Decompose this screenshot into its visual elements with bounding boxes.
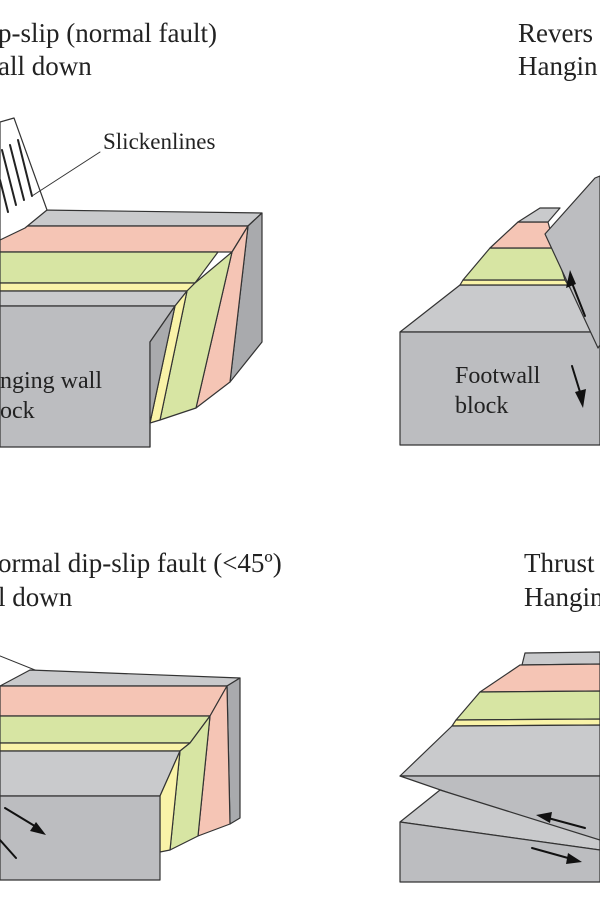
slickenline-leader — [31, 151, 101, 197]
hangingwall-block-label-line2: ock — [0, 398, 35, 424]
lower-arrow — [531, 847, 569, 859]
pink-layer-top — [0, 225, 249, 253]
hangingwall-top-far — [521, 651, 600, 666]
reverse-fault-title-line2: Hangin — [518, 51, 598, 81]
slickenline — [1, 149, 17, 206]
thrust-fault-title-line1: Thrust — [524, 548, 595, 578]
lower-arrow-head — [566, 853, 582, 864]
down-arrow-head — [575, 389, 586, 408]
footwall-top-far — [517, 207, 561, 223]
footwall-front-face — [399, 821, 600, 883]
slip-arrow-2 — [0, 839, 17, 859]
yellow-layer-top — [0, 742, 191, 752]
footwall-top-green — [462, 247, 566, 281]
hangingwall-top-near — [399, 724, 600, 777]
green-layer-top — [0, 715, 211, 744]
top-near-strip — [0, 290, 188, 307]
top-far-strip — [0, 669, 241, 687]
down-arrow — [571, 365, 581, 393]
hangingwall-top-green — [455, 690, 600, 721]
normal-fault-title-line1: p-slip (normal fault) — [0, 18, 217, 48]
footwall-front-face — [399, 331, 600, 446]
footwall-top-yellow — [459, 279, 569, 286]
green-layer-top-b — [0, 251, 219, 284]
slip-arrow-head — [30, 822, 46, 835]
hangingwall-side-face — [149, 305, 176, 448]
slickenline — [0, 179, 9, 213]
reverse-fault-block — [399, 175, 600, 446]
slickenline — [17, 139, 33, 197]
footwall-block-label-line2: block — [455, 393, 509, 419]
up-arrow-head — [566, 270, 576, 288]
low-angle-fault-title-line2: l down — [0, 582, 73, 612]
normal-fault-title-line2: all down — [0, 51, 92, 81]
upper-arrow-head — [536, 812, 552, 823]
top-near-strip — [0, 750, 181, 797]
footwall-block-label-line1: Footwall — [455, 363, 541, 389]
normal-fault-block — [0, 117, 263, 448]
thrust-fault-block — [399, 651, 600, 883]
low-angle-normal-fault-block — [0, 655, 241, 881]
leader-line — [0, 655, 41, 673]
reverse-fault-title-line1: Revers — [518, 18, 593, 48]
upper-arrow — [547, 817, 586, 829]
up-arrow — [571, 282, 586, 317]
yellow-layer-top — [0, 282, 196, 292]
thrust-fault-title-line2: Hangin — [524, 582, 600, 612]
hangingwall-block-label-line1: nging wall — [0, 368, 102, 394]
slickenline — [9, 144, 25, 201]
pink-layer-top — [0, 685, 228, 717]
footwall-top-grey — [399, 284, 600, 333]
slip-arrow — [4, 807, 39, 829]
hangingwall-top-pink — [479, 663, 600, 693]
hangingwall-top-yellow — [451, 718, 600, 727]
hangingwall-fault-face — [544, 175, 600, 349]
slickenlines-label: Slickenlines — [103, 129, 216, 154]
hangingwall-front-face — [0, 795, 161, 881]
low-angle-fault-title-line1: ormal dip-slip fault (<45º) — [0, 548, 282, 578]
